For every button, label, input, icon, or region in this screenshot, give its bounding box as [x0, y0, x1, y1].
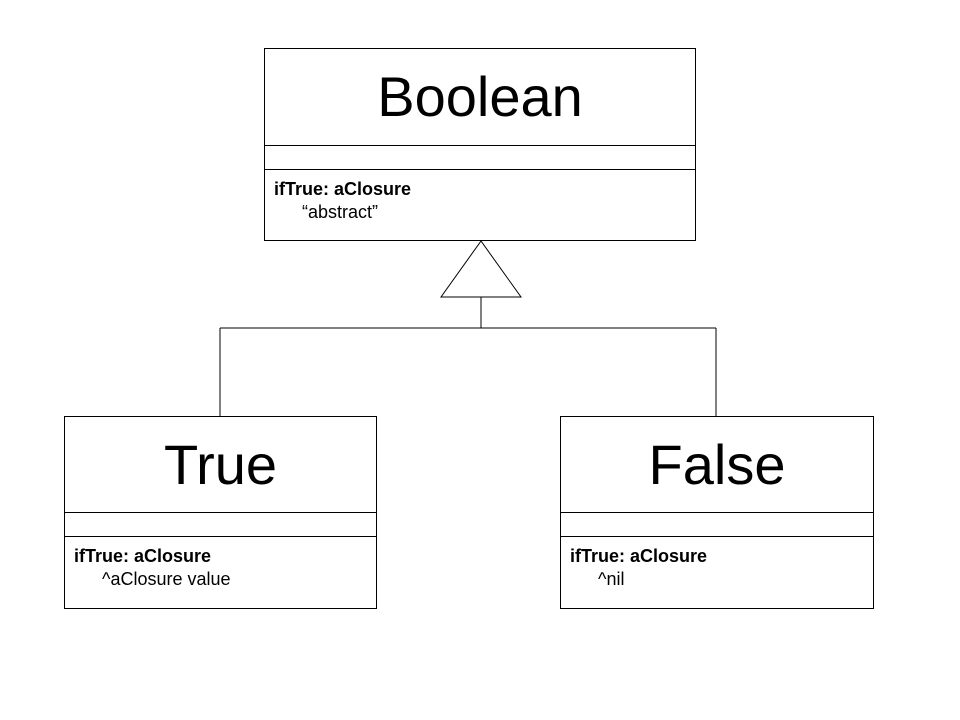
attribute-compartment: [65, 513, 376, 537]
class-boolean: Boolean ifTrue: aClosure “abstract”: [264, 48, 696, 241]
class-false: False ifTrue: aClosure ^nil: [560, 416, 874, 609]
class-name: Boolean: [265, 49, 695, 146]
method-body: “abstract”: [302, 201, 379, 222]
generalization-triangle: [440, 240, 522, 298]
class-true: True ifTrue: aClosure ^aClosure value: [64, 416, 377, 609]
attribute-compartment: [265, 146, 695, 170]
method-compartment: ifTrue: aClosure ^aClosure value: [65, 537, 376, 590]
method-compartment: ifTrue: aClosure “abstract”: [265, 170, 695, 223]
method-signature: ifTrue: aClosure: [570, 546, 708, 566]
method-signature: ifTrue: aClosure: [74, 546, 212, 566]
method-body: ^aClosure value: [102, 568, 231, 589]
method-body: ^nil: [598, 568, 625, 589]
attribute-compartment: [561, 513, 873, 537]
class-name: False: [561, 417, 873, 513]
method-compartment: ifTrue: aClosure ^nil: [561, 537, 873, 590]
class-name: True: [65, 417, 376, 513]
method-signature: ifTrue: aClosure: [274, 179, 412, 199]
